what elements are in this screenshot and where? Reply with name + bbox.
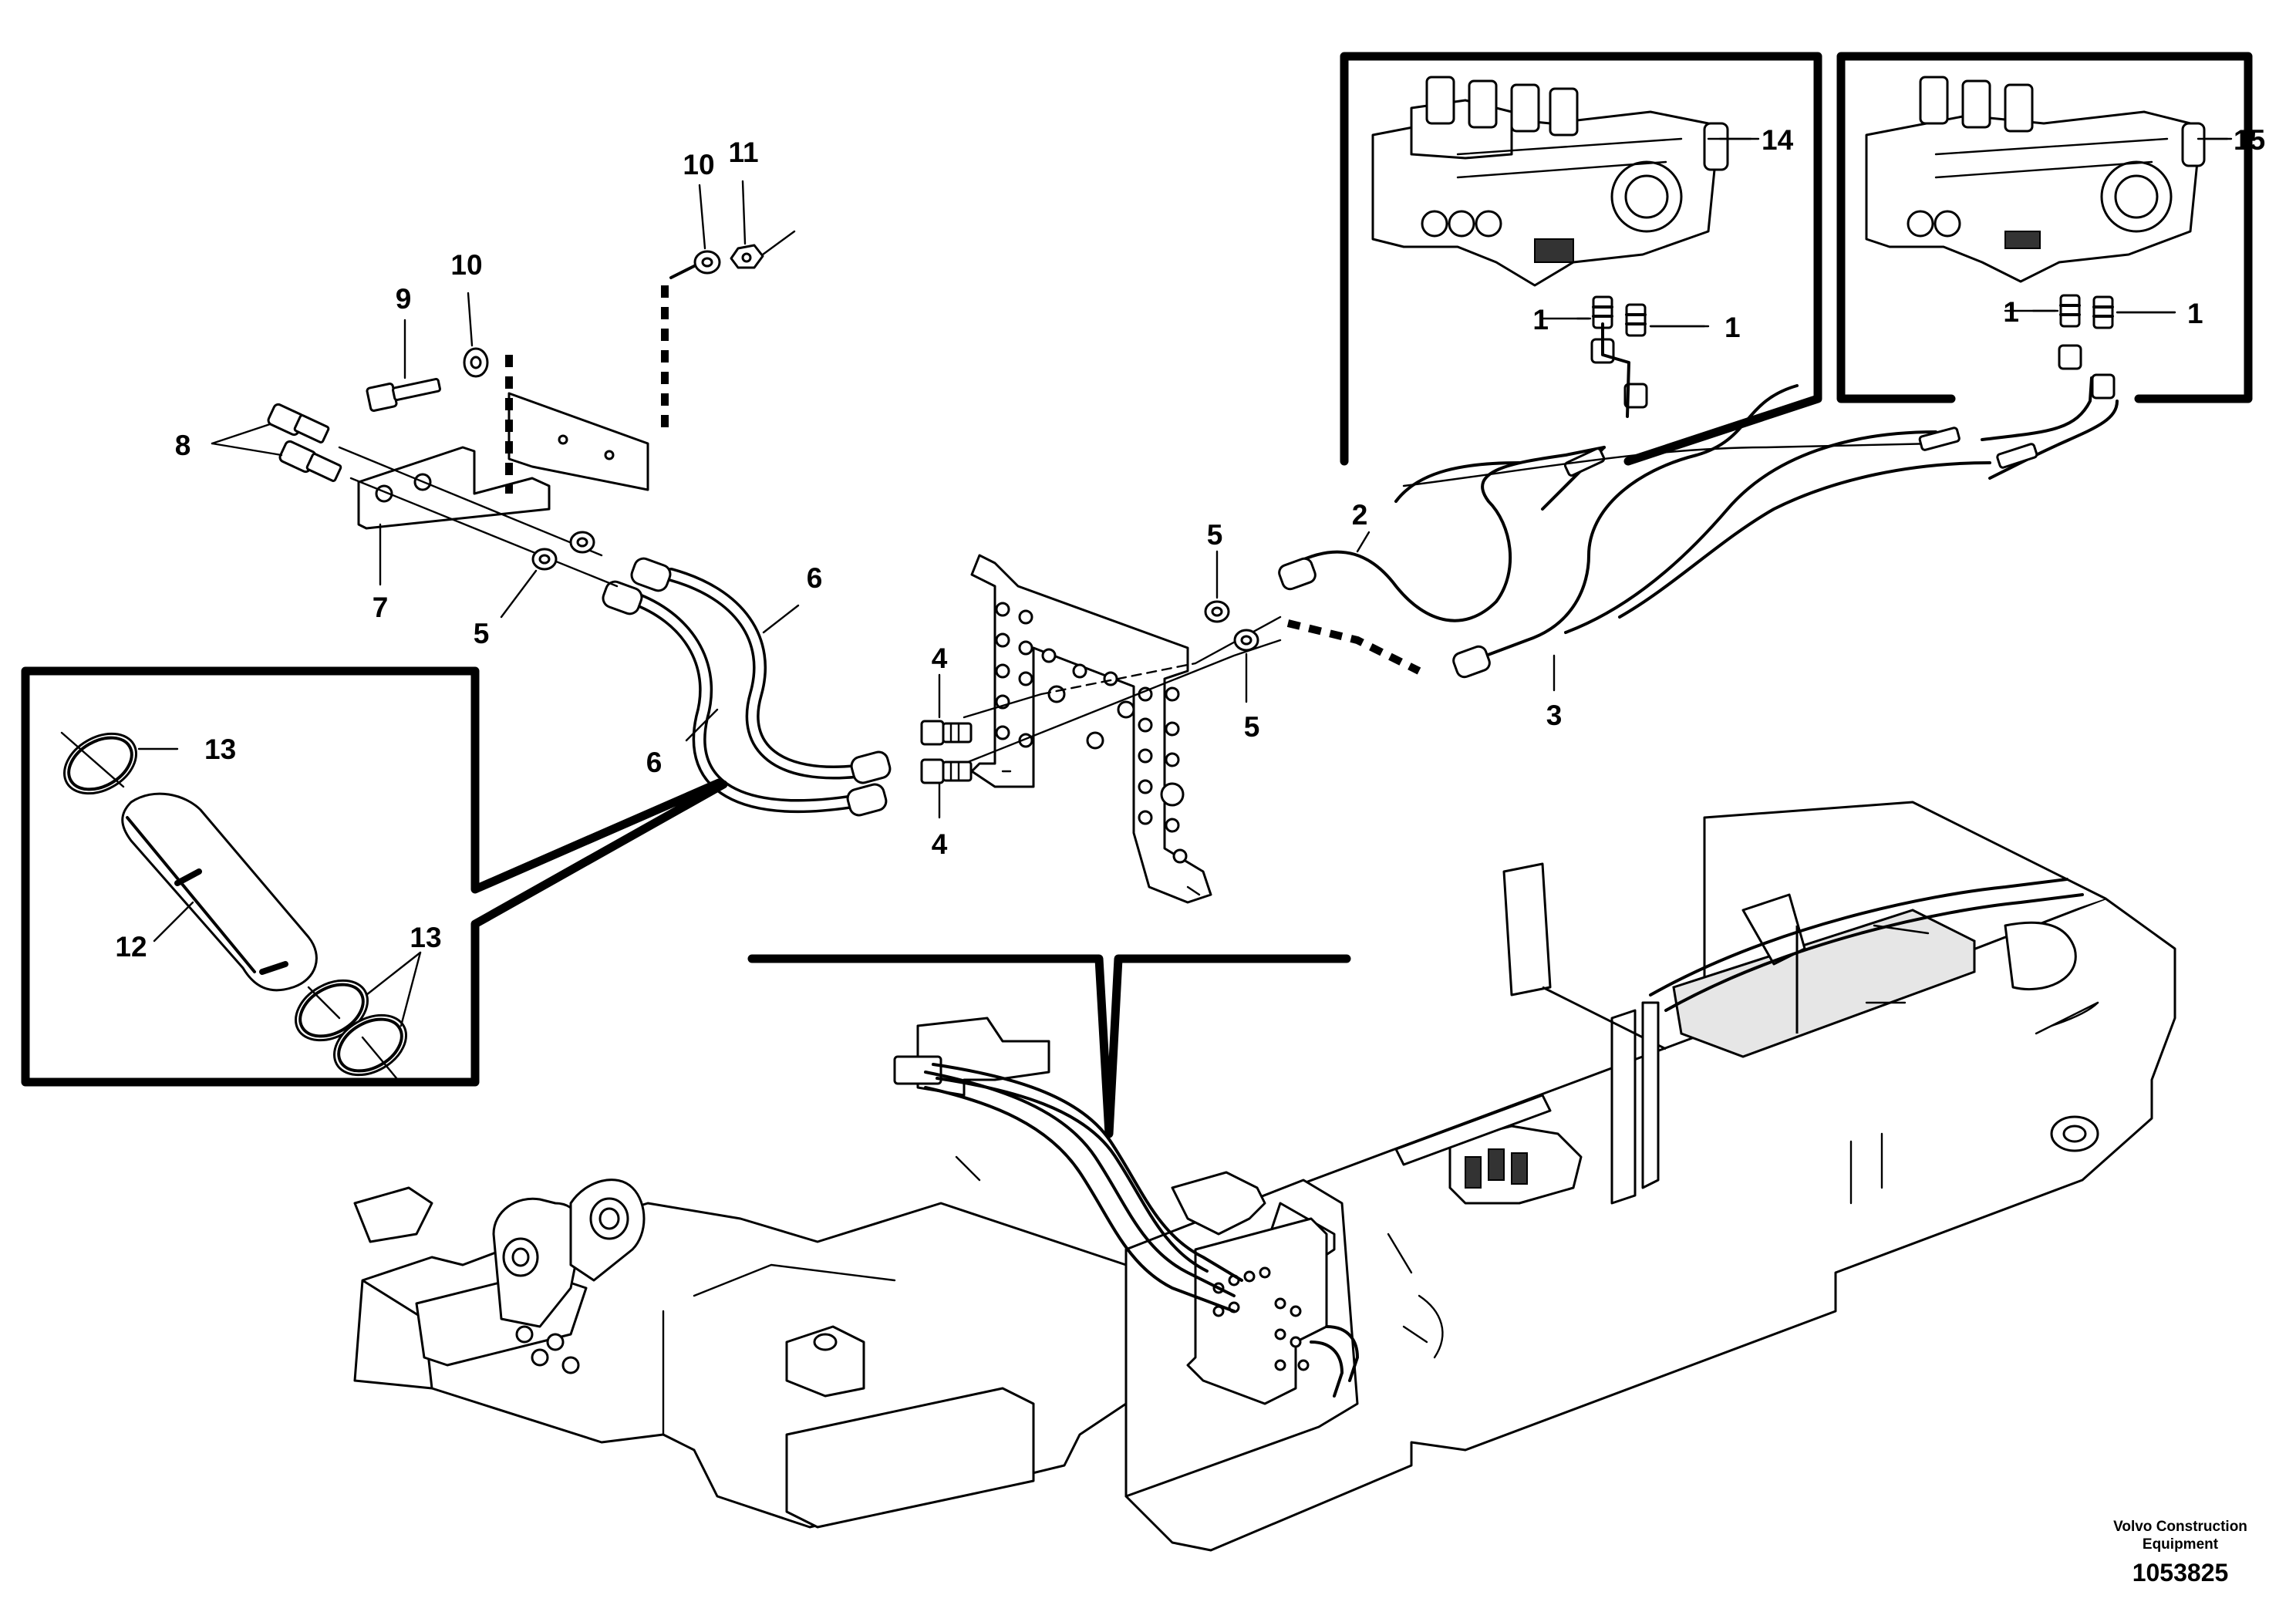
callout-11: 11	[728, 137, 758, 168]
callout-10: 10	[450, 249, 482, 281]
fitting-1-right-15	[2091, 295, 2116, 400]
fitting-1-left-15	[2058, 294, 2082, 370]
plate-holes	[995, 602, 1188, 864]
washer-5-upper-right	[1204, 600, 1230, 623]
callout-1: 1	[1725, 312, 1741, 343]
brand-line-1: Volvo Construction	[2113, 1519, 2247, 1535]
washer-5-left-lower	[531, 548, 558, 571]
bracket-7	[357, 392, 649, 530]
frame-control-valve	[1394, 1094, 1583, 1205]
hose-end-fittings	[1278, 557, 1491, 679]
o-ring-13-bottom	[332, 1013, 408, 1077]
washer-5-left-upper	[569, 531, 595, 554]
callout-12: 12	[115, 931, 147, 963]
callout-1: 1	[2003, 296, 2019, 328]
detail-inset-12-13	[21, 666, 728, 1087]
frame-bulkhead-plate	[1186, 1217, 1328, 1405]
valve-inset-15	[1836, 52, 2253, 403]
washer-5-lower-right	[1233, 629, 1259, 652]
bolt-9	[366, 377, 441, 412]
callout-6: 6	[646, 747, 663, 778]
callout-13: 13	[410, 922, 441, 953]
callout-4: 4	[932, 642, 948, 674]
callout-8: 8	[175, 430, 191, 461]
callout-4: 4	[932, 828, 948, 860]
callout-15: 15	[2234, 124, 2265, 156]
control-valve-15	[1865, 76, 2206, 283]
nut-11	[730, 244, 764, 269]
callout-14: 14	[1762, 124, 1794, 156]
callout-2: 2	[1352, 499, 1368, 531]
callout-labels: 1 1 1 1 14 15 2 3 4 4 5 5 5 6 6 7 8 9 10…	[115, 124, 2265, 963]
callout-10: 10	[683, 149, 714, 180]
fitting-1-right-14	[1623, 303, 1648, 409]
adapter-4-lower	[920, 758, 973, 784]
callout-5: 5	[1207, 519, 1223, 551]
callout-9: 9	[396, 283, 412, 315]
hoses-6	[602, 557, 892, 817]
callout-1: 1	[2187, 298, 2203, 329]
adapter-4-upper	[920, 720, 973, 746]
hose-protection-12	[121, 792, 318, 992]
adapters-8	[267, 403, 342, 482]
control-valve-14	[1371, 76, 1729, 287]
callout-13: 13	[204, 733, 236, 765]
brand-line-2: Equipment	[2143, 1536, 2219, 1553]
washer-10-top	[693, 250, 721, 275]
callout-3: 3	[1546, 700, 1563, 731]
assembly-pointer	[747, 954, 1351, 1138]
document-number: 1053825	[2132, 1559, 2229, 1587]
callout-7: 7	[373, 592, 389, 623]
hose-2	[1294, 322, 1937, 622]
valve-inset-14	[1340, 52, 1822, 466]
callout-5: 5	[474, 618, 490, 649]
callout-6: 6	[807, 562, 823, 594]
machine-frame	[353, 801, 2176, 1552]
callout-1: 1	[1532, 304, 1549, 336]
o-ring-13-top	[62, 732, 138, 795]
callout-5: 5	[1244, 711, 1260, 743]
bulkhead-plate	[970, 554, 1212, 904]
hose-3	[1464, 376, 2119, 665]
footer: Volvo Construction Equipment 1053825	[2113, 1519, 2247, 1587]
washer-10-left	[463, 347, 489, 378]
leader-lines	[137, 137, 2233, 1027]
